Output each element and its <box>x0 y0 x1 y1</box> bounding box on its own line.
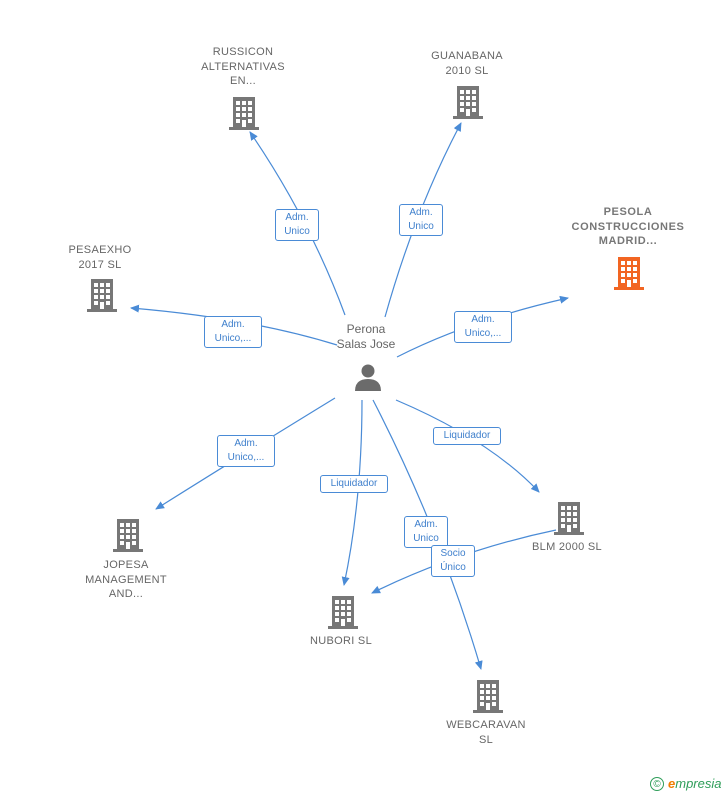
building-icon[interactable] <box>111 517 145 553</box>
building-icon[interactable] <box>85 277 119 313</box>
edge-line-nubori <box>341 399 363 586</box>
edge-line-blm <box>395 399 540 493</box>
edge-label-russicon[interactable]: Adm.Unico <box>275 209 319 241</box>
building-icon[interactable] <box>552 500 586 536</box>
copyright-icon: © <box>650 777 664 791</box>
edge-label-webcaravan[interactable]: Adm.Unico <box>404 516 448 548</box>
company-nubori[interactable]: NUBORI SL <box>285 634 397 649</box>
edge-label-pesola[interactable]: Adm.Unico,... <box>454 311 512 343</box>
building-icon[interactable] <box>471 678 505 714</box>
company-blm[interactable]: BLM 2000 SL <box>511 540 623 555</box>
edge-label-nubori[interactable]: Liquidador <box>320 475 388 493</box>
edge-label-pesaexho[interactable]: Adm.Unico,... <box>204 316 262 348</box>
company-name: BLM 2000 SL <box>532 541 602 553</box>
building-icon[interactable] <box>227 95 261 131</box>
building-icon[interactable] <box>612 255 646 291</box>
edge-label-guanabana[interactable]: Adm.Unico <box>399 204 443 236</box>
company-name: NUBORI SL <box>310 635 372 647</box>
building-icon[interactable] <box>451 84 485 120</box>
edge-label-blm[interactable]: Liquidador <box>433 427 501 445</box>
brand-logo: ©empresia <box>650 776 721 791</box>
person-icon[interactable] <box>353 362 383 392</box>
building-icon[interactable] <box>326 594 360 630</box>
edge-label-jopesa[interactable]: Adm.Unico,... <box>217 435 275 467</box>
